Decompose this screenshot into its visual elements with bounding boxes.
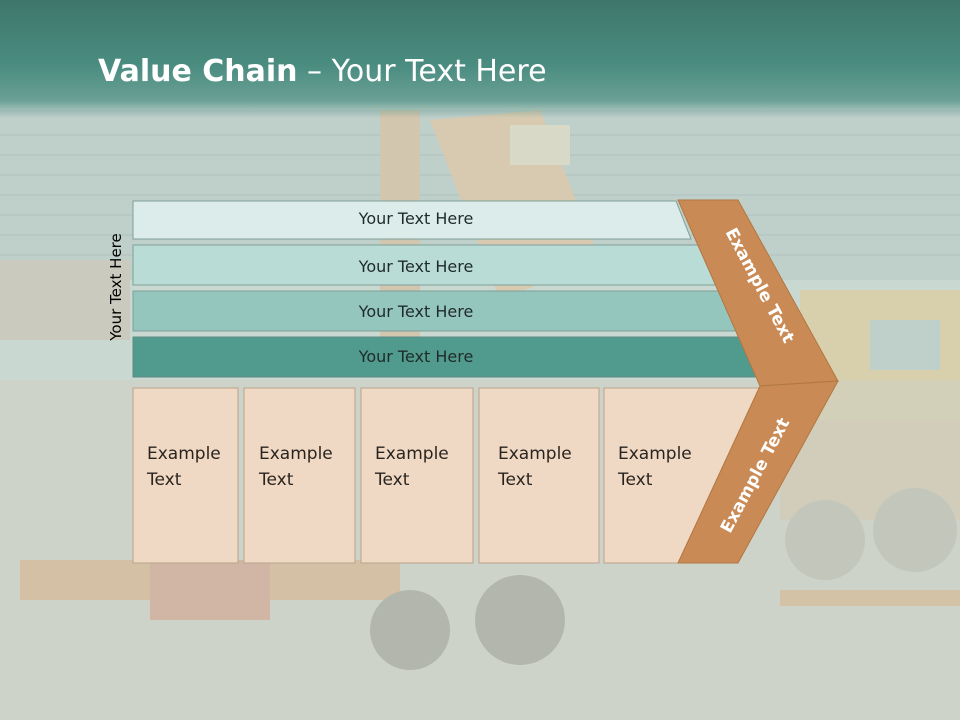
reflection-box-5 <box>604 563 752 720</box>
bars-group: Your Text Here Your Text Here Your Text … <box>132 200 765 378</box>
reflection-box-4-line2: Text <box>497 636 533 656</box>
slide-title: Value Chain – Your Text Here <box>98 54 547 89</box>
box-2-line1: Example <box>259 444 333 464</box>
reflection-box-4 <box>479 563 599 720</box>
reflection-box-5-line1: Example <box>618 662 692 682</box>
box-3 <box>360 387 474 564</box>
box-5-line1: Example <box>618 444 692 464</box>
bar-2-label: Your Text Here <box>358 257 474 276</box>
title-bold: Value Chain <box>98 54 298 89</box>
reflection-box-3-line2: Text <box>374 636 410 656</box>
box-5-line2: Text <box>617 470 653 490</box>
reflection-box-2-line1: Example <box>259 662 333 682</box>
reflection-box-1-line1: Example <box>147 662 221 682</box>
bar-4-label: Your Text Here <box>358 347 474 366</box>
boxes-group: Example Text Example Text Example Text E… <box>132 387 761 564</box>
box-2-line2: Text <box>258 470 294 490</box>
box-3-line2: Text <box>374 470 410 490</box>
bar-1-label: Your Text Here <box>358 209 474 228</box>
reflection-box-2-line2: Text <box>258 636 294 656</box>
box-4 <box>478 387 600 564</box>
reflection-box-3 <box>361 563 473 720</box>
box-1-line2: Text <box>146 470 182 490</box>
box-2 <box>243 387 356 564</box>
box-1 <box>132 387 239 564</box>
reflection-box-1-line2: Text <box>146 636 182 656</box>
box-4-line1: Example <box>498 444 572 464</box>
header-band <box>0 0 960 118</box>
reflection-box-3-line1: Example <box>375 662 449 682</box>
box-3-line1: Example <box>375 444 449 464</box>
reflection-box-4-line1: Example <box>498 662 572 682</box>
title-rest: – Your Text Here <box>297 54 547 89</box>
reflection-box-1 <box>133 563 238 720</box>
box-4-line2: Text <box>497 470 533 490</box>
reflection-chevron <box>678 563 825 720</box>
reflection-box-5-line2: Text <box>617 636 653 656</box>
diagram-reflection: Example Text Example Text Example Text E… <box>133 563 825 720</box>
bar-1 <box>132 200 692 240</box>
box-1-line1: Example <box>147 444 221 464</box>
reflection-box-2 <box>244 563 355 720</box>
bar-3-label: Your Text Here <box>358 302 474 321</box>
